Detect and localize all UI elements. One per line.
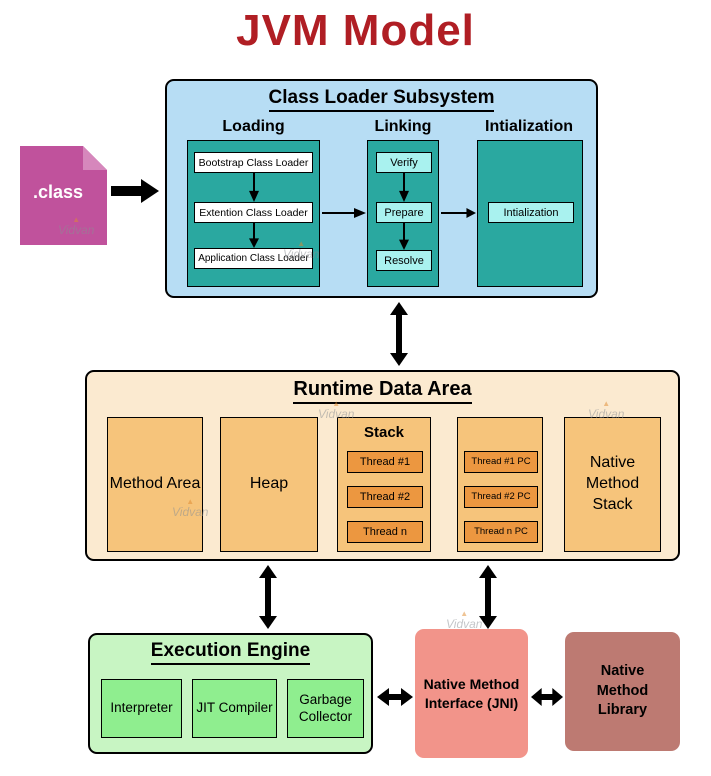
interpreter-box: Interpreter — [101, 679, 182, 738]
heap-box: Heap — [220, 417, 318, 552]
arrow-runtime-jni — [478, 565, 498, 629]
native-method-library-box: Native Method Library — [565, 632, 680, 751]
arrow-down-icon — [398, 173, 410, 202]
verify-box: Verify — [376, 152, 432, 173]
arrow-loading-to-linking — [322, 206, 366, 220]
bootstrap-class-loader-box: Bootstrap Class Loader — [194, 152, 313, 173]
runtime-data-area-panel: Runtime Data Area Method Area Heap Stack… — [85, 370, 680, 561]
classloader-subsystem-panel: Class Loader Subsystem Loading Linking I… — [165, 79, 598, 298]
class-file-fold-corner — [83, 146, 107, 170]
linking-column-label: Linking — [374, 118, 432, 135]
stack-title: Stack — [363, 424, 405, 441]
stack-thread-2: Thread #2 — [347, 486, 423, 508]
arrow-down-icon — [398, 223, 410, 250]
pc-thread-1: Thread #1 PC — [464, 451, 538, 473]
arrow-engine-jni — [377, 687, 413, 707]
arrow-linking-to-initialization — [441, 206, 476, 220]
arrow-down-icon — [248, 173, 260, 202]
pc-registers-box: Thread #1 PC Thread #2 PC Thread n PC — [457, 417, 543, 552]
application-class-loader-box: Application Class Loader — [194, 248, 313, 269]
arrow-runtime-engine — [258, 565, 278, 629]
linking-column-box: Verify Prepare Resolve — [367, 140, 439, 287]
pc-thread-n: Thread n PC — [464, 521, 538, 543]
loading-column-box: Bootstrap Class Loader Extention Class L… — [187, 140, 320, 287]
extension-class-loader-box: Extention Class Loader — [194, 202, 313, 223]
stack-box: Stack Thread #1 Thread #2 Thread n — [337, 417, 431, 552]
resolve-box: Resolve — [376, 250, 432, 271]
page-title: JVM Model — [236, 6, 475, 55]
vidvan-flame-icon: ▲ — [460, 609, 469, 618]
stack-thread-1: Thread #1 — [347, 451, 423, 473]
method-area-box: Method Area — [107, 417, 203, 552]
garbage-collector-box: Garbage Collector — [287, 679, 364, 738]
initialization-box: Intialization — [488, 202, 574, 223]
runtime-title: Runtime Data Area — [87, 378, 678, 404]
execution-engine-panel: Execution Engine Interpreter JIT Compile… — [88, 633, 373, 754]
stack-thread-n: Thread n — [347, 521, 423, 543]
class-file-label: .class — [33, 182, 84, 202]
arrow-jni-library — [531, 687, 563, 707]
watermark: ▲ Vidvan — [446, 610, 482, 631]
arrow-classfile-to-classloader — [111, 178, 159, 204]
arrow-classloader-runtime — [389, 302, 409, 366]
jit-compiler-box: JIT Compiler — [192, 679, 277, 738]
pc-thread-2: Thread #2 PC — [464, 486, 538, 508]
native-method-stack-box: Native Method Stack — [564, 417, 661, 552]
loading-column-label: Loading — [222, 118, 285, 135]
arrow-down-icon — [248, 223, 260, 248]
classloader-title: Class Loader Subsystem — [167, 87, 596, 112]
execution-engine-title: Execution Engine — [90, 640, 371, 665]
native-method-interface-box: Native Method Interface (JNI) — [415, 629, 528, 758]
initialization-column-box: Intialization — [477, 140, 583, 287]
prepare-box: Prepare — [376, 202, 432, 223]
initialization-column-label: Intialization — [485, 118, 573, 135]
